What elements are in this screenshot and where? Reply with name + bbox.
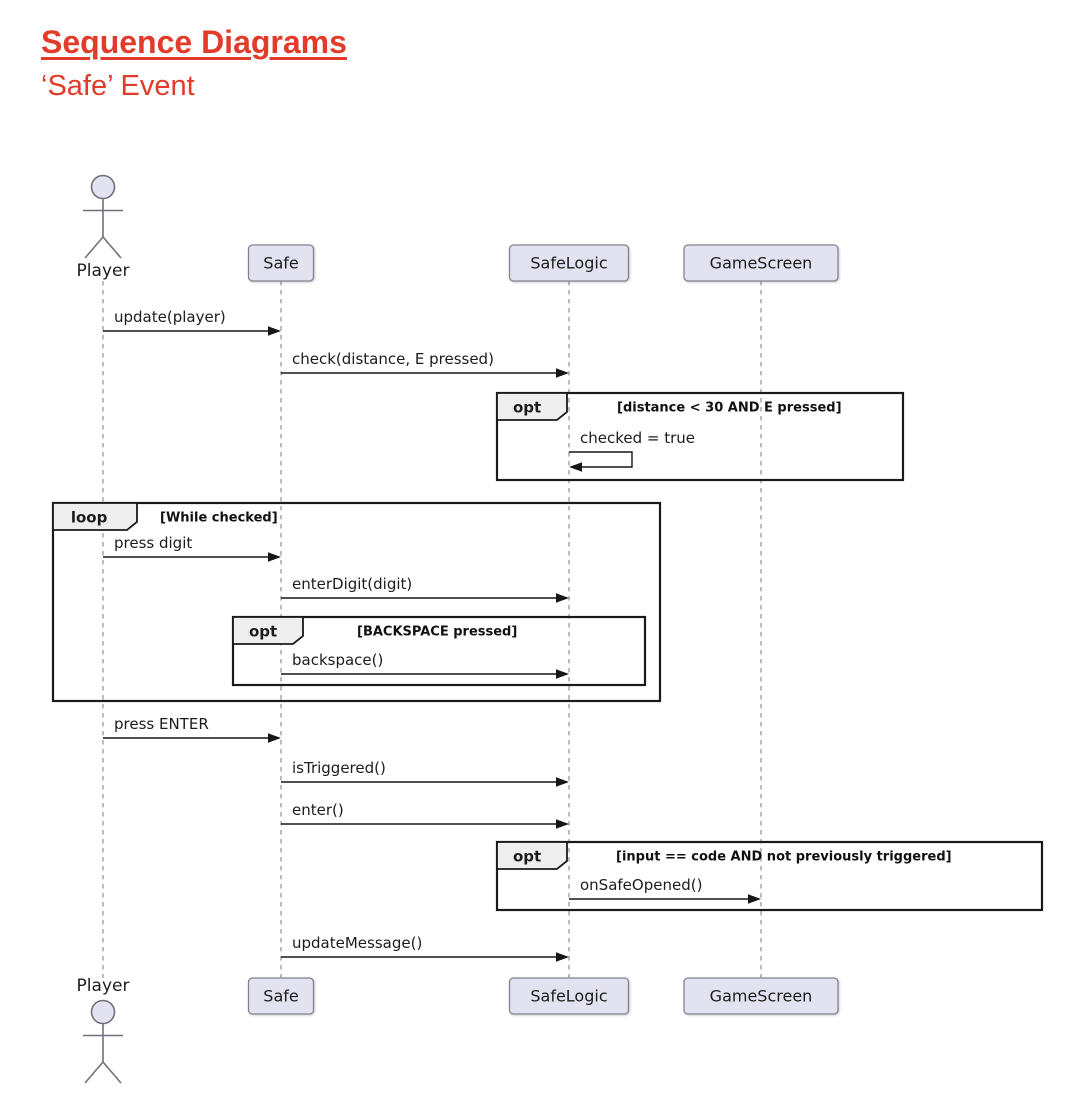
frame-tab: [496, 841, 568, 870]
message-arrowhead: [748, 894, 761, 904]
message-label: enterDigit(digit): [292, 575, 412, 593]
frame-operator-label: opt: [249, 623, 277, 641]
message-arrowhead: [556, 819, 569, 829]
participant-label: Safe: [263, 254, 298, 273]
frame-operator-label: opt: [513, 848, 541, 866]
participant-label: Player: [77, 261, 130, 281]
participant-label: Player: [77, 976, 130, 996]
message-arrowhead: [268, 552, 281, 562]
message-arrowhead: [556, 368, 569, 378]
actor-head: [90, 174, 116, 200]
message: update(player): [103, 308, 281, 336]
participant-player-top: Player: [77, 174, 130, 281]
participant-safe-bottom: Safe: [247, 977, 315, 1015]
message-arrowhead: [556, 952, 569, 962]
actor-leg-left: [84, 236, 104, 259]
message-arrowhead: [268, 733, 281, 743]
frame-opt-2: opt [BACKSPACE pressed]: [231, 615, 647, 687]
message-label: onSafeOpened(): [580, 876, 702, 894]
actor-figure: [83, 174, 123, 259]
frame-opt-3: opt [input == code AND not previously tri…: [495, 840, 1044, 912]
message-arrowhead: [569, 462, 582, 472]
frame-tab: [496, 392, 568, 421]
frame-border: [231, 615, 647, 687]
frame-operator-label: loop: [71, 509, 108, 527]
frame-border: [495, 391, 905, 482]
message-label: press ENTER: [114, 715, 209, 733]
message-label: backspace(): [292, 651, 383, 669]
frame-border: [495, 840, 1044, 912]
frame-tab: [52, 502, 138, 531]
frame-operator-label: opt: [513, 399, 541, 417]
participant-safe-top: Safe: [247, 244, 315, 282]
message: check(distance, E pressed): [281, 350, 569, 378]
participant-box: [247, 977, 315, 1015]
participant-player-bottom: Player: [77, 976, 130, 1084]
frame-border: [51, 501, 662, 703]
message-label: press digit: [114, 534, 192, 552]
message: backspace(): [281, 651, 569, 679]
frame-guard: [BACKSPACE pressed]: [357, 625, 517, 640]
message-arrowhead: [556, 777, 569, 787]
frame-loop-1: loop [While checked]: [51, 501, 662, 703]
participant-box: [508, 977, 630, 1015]
message-arrowhead: [268, 326, 281, 336]
participant-box: [508, 244, 630, 282]
participant-gamescreen-top: GameScreen: [683, 244, 839, 282]
message: isTriggered(): [281, 759, 569, 787]
participant-box: [683, 244, 839, 282]
message-arrowhead: [556, 669, 569, 679]
participant-safelogic-top: SafeLogic: [508, 244, 630, 282]
message-arrowhead: [556, 593, 569, 603]
doc-subtitle: ‘Safe’ Event: [41, 70, 195, 102]
participant-label: SafeLogic: [530, 254, 607, 273]
message-label: enter(): [292, 801, 344, 819]
message-label: check(distance, E pressed): [292, 350, 494, 368]
message: press ENTER: [103, 715, 281, 743]
participant-safelogic-bottom: SafeLogic: [508, 977, 630, 1015]
doc-title: Sequence Diagrams: [41, 24, 347, 60]
message: enterDigit(digit): [281, 575, 569, 603]
actor-figure: [83, 999, 123, 1084]
frame-opt-0: opt [distance < 30 AND E pressed]: [495, 391, 905, 482]
participant-gamescreen-bottom: GameScreen: [683, 977, 839, 1015]
frame-guard: [input == code AND not previously trigge…: [616, 850, 952, 865]
message: updateMessage(): [281, 934, 569, 962]
actor-head: [90, 999, 116, 1025]
participant-label: GameScreen: [710, 254, 813, 273]
message-self-line: [569, 451, 633, 468]
participant-box: [247, 244, 315, 282]
message: checked = true: [569, 429, 695, 472]
participant-label: Safe: [263, 987, 298, 1006]
participant-label: GameScreen: [710, 987, 813, 1006]
participant-box: [683, 977, 839, 1015]
frame-guard: [While checked]: [160, 511, 278, 526]
frame-tab: [232, 616, 304, 645]
message: enter(): [281, 801, 569, 829]
message: press digit: [103, 534, 281, 562]
actor-leg-right: [102, 236, 122, 259]
frame-guard: [distance < 30 AND E pressed]: [617, 401, 842, 416]
message-label: isTriggered(): [292, 759, 386, 777]
message-label: update(player): [114, 308, 226, 326]
message-label: updateMessage(): [292, 934, 422, 952]
actor-leg-left: [84, 1061, 104, 1084]
actor-leg-right: [102, 1061, 122, 1084]
participant-label: SafeLogic: [530, 987, 607, 1006]
message-label: checked = true: [580, 429, 695, 447]
message: onSafeOpened(): [569, 876, 761, 904]
